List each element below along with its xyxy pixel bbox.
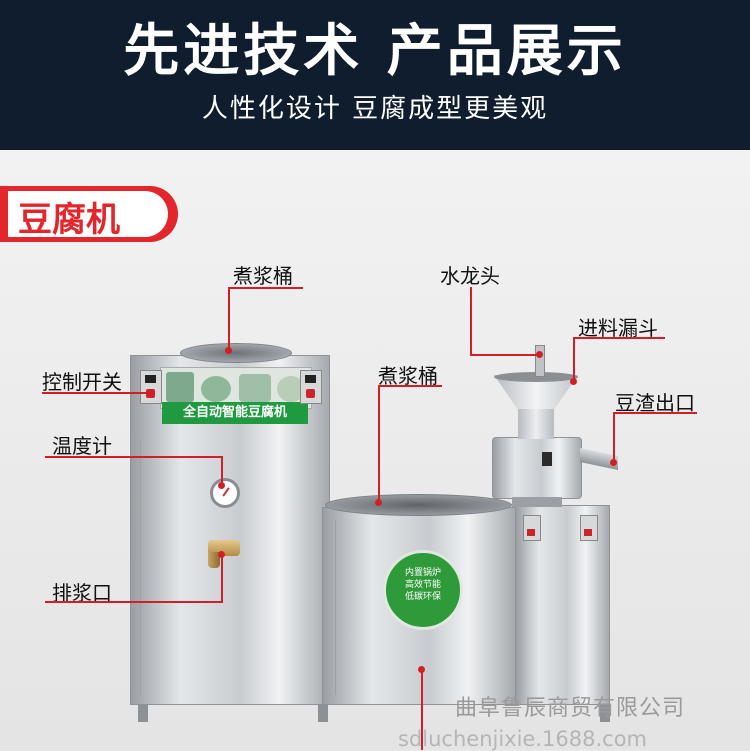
eco-badge: 内置锅炉 高效节能 低碳环保 bbox=[383, 550, 463, 630]
line-residue-outlet-v bbox=[613, 412, 615, 464]
badge-line-1: 内置锅炉 bbox=[404, 568, 441, 578]
right-control-box-2[interactable] bbox=[580, 515, 598, 541]
dot-residue-outlet bbox=[610, 459, 617, 466]
thermometer-gauge bbox=[210, 478, 240, 508]
label-thermometer: 温度计 bbox=[52, 434, 112, 458]
header-banner bbox=[0, 0, 750, 150]
dot-bottom-outlet bbox=[418, 666, 425, 673]
dot-faucet bbox=[536, 351, 543, 358]
line-boiling-barrel-top-v bbox=[228, 287, 230, 351]
label-feed-hopper: 进料漏斗 bbox=[578, 316, 658, 340]
line-faucet-h bbox=[470, 354, 540, 356]
middle-pot-rim bbox=[325, 494, 512, 516]
watermark-company: 曲阜鲁辰商贸有限公司 bbox=[455, 696, 686, 721]
dot-discharge-port bbox=[218, 551, 225, 558]
badge-line-3: 低碳环保 bbox=[404, 592, 441, 602]
label-residue-outlet: 豆渣出口 bbox=[615, 391, 695, 415]
product-tag-label: 豆腐机 bbox=[18, 200, 120, 240]
control-switch-right[interactable] bbox=[300, 370, 322, 404]
badge-line-2: 高效节能 bbox=[404, 580, 441, 590]
hopper-neck bbox=[518, 409, 554, 439]
product-tag-inner bbox=[8, 191, 168, 237]
grinder-knob bbox=[542, 452, 552, 466]
line-boiling-barrel-mid-h bbox=[378, 385, 442, 387]
discharge-spout bbox=[208, 552, 220, 568]
faucet-pipe bbox=[535, 345, 545, 377]
machine-nameplate: 全自动智能豆腐机 bbox=[162, 402, 308, 424]
line-thermometer-v bbox=[221, 456, 223, 486]
line-control-switch bbox=[42, 392, 152, 394]
line-residue-outlet-h bbox=[613, 412, 697, 414]
right-control-box-1[interactable] bbox=[523, 515, 541, 541]
hopper-rim bbox=[494, 372, 578, 382]
dot-boiling-barrel-mid bbox=[375, 499, 382, 506]
dot-boiling-barrel-top bbox=[225, 347, 232, 354]
label-boiling-barrel-mid: 煮浆桶 bbox=[378, 364, 438, 388]
label-faucet: 水龙头 bbox=[440, 264, 500, 288]
line-boiling-barrel-top-h bbox=[228, 287, 303, 289]
label-boiling-barrel-top: 煮浆桶 bbox=[233, 264, 293, 288]
line-thermometer-h bbox=[45, 456, 223, 458]
dot-feed-hopper bbox=[570, 378, 577, 385]
label-control-switch: 控制开关 bbox=[42, 370, 122, 394]
left-pot-rim bbox=[180, 343, 292, 363]
line-feed-hopper-h bbox=[573, 337, 665, 339]
machine-leg-left bbox=[138, 700, 148, 722]
line-feed-hopper-v bbox=[573, 337, 575, 381]
line-faucet-v bbox=[470, 287, 472, 356]
line-bottom-outlet bbox=[421, 672, 423, 750]
line-discharge-port-h bbox=[45, 601, 223, 603]
control-switch-left[interactable] bbox=[140, 370, 162, 404]
left-cabinet-seam bbox=[140, 440, 141, 695]
grinder-base bbox=[512, 497, 562, 507]
dot-thermometer bbox=[218, 482, 225, 489]
watermark-url: sdluchenjixie.1688.com bbox=[398, 727, 647, 751]
grinder-drum bbox=[492, 437, 582, 499]
machine-leg-mid bbox=[318, 700, 328, 722]
page-subtitle: 人性化设计 豆腐成型更美观 bbox=[201, 94, 549, 124]
line-boiling-barrel-mid-v bbox=[378, 385, 380, 503]
machine-leg-right bbox=[600, 700, 610, 722]
line-discharge-port-v bbox=[221, 555, 223, 603]
page-title: 先进技术 产品展示 bbox=[123, 19, 627, 84]
dot-control-switch bbox=[148, 389, 155, 396]
middle-cabinet-seam bbox=[335, 520, 336, 695]
